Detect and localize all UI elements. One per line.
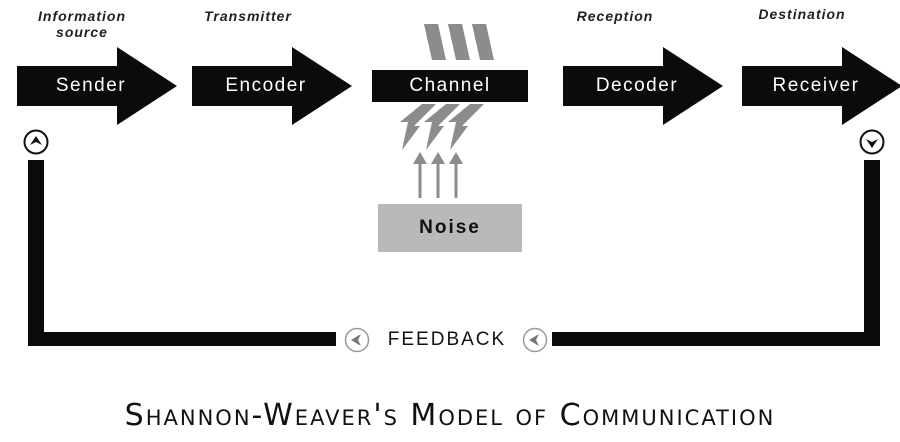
caption-transmitter: Transmitter xyxy=(204,8,292,24)
channel-label: Channel xyxy=(409,75,491,96)
receiver-arrow: Receiver xyxy=(742,47,900,125)
receiver-label: Receiver xyxy=(772,75,860,96)
chevron-left-circle-icon-2 xyxy=(522,327,548,353)
feedback-line-bottom-left xyxy=(28,332,336,346)
feedback-line-right-vertical xyxy=(864,160,880,346)
encoder-label: Encoder xyxy=(225,75,307,96)
lightning-bolts-icon xyxy=(400,24,494,150)
noise-arrows-icon xyxy=(413,152,463,198)
decoder-arrow: Decoder xyxy=(563,47,723,125)
feedback-label: FEEDBACK xyxy=(387,329,507,350)
lightning-bolt-lower-1 xyxy=(400,104,436,150)
chevron-up-circle-icon xyxy=(23,129,49,155)
lightning-bolt-lower-2 xyxy=(424,104,460,150)
diagram-title: Shannon-Weaver's Model of Communication xyxy=(124,398,776,433)
lightning-bolt-upper-1 xyxy=(424,24,446,60)
noise-box: Noise xyxy=(378,204,522,252)
feedback-line-left-vertical xyxy=(28,160,44,346)
lightning-bolt-upper-3 xyxy=(472,24,494,60)
channel-bar: Channel xyxy=(372,70,528,102)
sender-label: Sender xyxy=(55,75,127,96)
decoder-label: Decoder xyxy=(595,75,679,96)
encoder-arrow: Encoder xyxy=(192,47,352,125)
sender-arrow: Sender xyxy=(17,47,177,125)
caption-information-source: Information source xyxy=(38,8,126,40)
chevron-down-circle-icon xyxy=(859,129,885,155)
lightning-bolt-lower-3 xyxy=(448,104,484,150)
feedback-line-bottom-right xyxy=(552,332,880,346)
caption-reception: Reception xyxy=(576,8,654,24)
chevron-left-circle-icon xyxy=(344,327,370,353)
lightning-bolt-upper-2 xyxy=(448,24,470,60)
noise-label: Noise xyxy=(419,217,481,238)
caption-destination: Destination xyxy=(758,6,846,22)
